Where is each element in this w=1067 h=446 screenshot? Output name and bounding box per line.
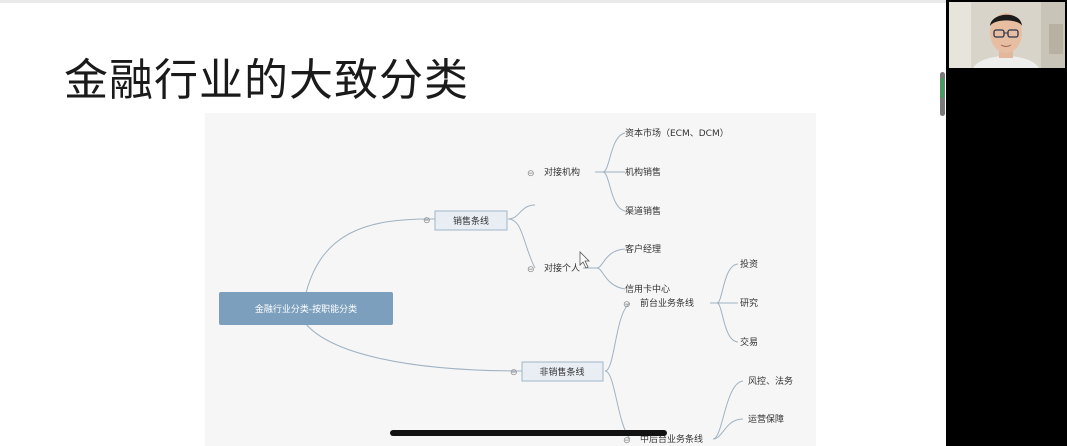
- middle-back-office-label: 中后台业务条线: [640, 433, 703, 445]
- individual-label: 对接个人: [544, 262, 580, 274]
- collapse-icon: ⊖: [527, 265, 535, 275]
- mindmap-diagram: 金融行业分类-按职能分类 ⊖ 销售条线 ⊖ 非销售条线 ⊖ 对接机构 ⊖ 对接个…: [205, 113, 816, 446]
- collapse-icon: ⊖: [527, 169, 535, 179]
- presentation-slide: 金融行业的大致分类 金融行业分类-按职能分类 ⊖ 销售条线 ⊖: [0, 0, 946, 446]
- non-sales-line-node: [521, 361, 604, 382]
- institutional-label: 对接机构: [544, 166, 580, 178]
- investment-label: 投资: [740, 258, 758, 270]
- channel-sales-label: 渠道销售: [625, 205, 661, 217]
- mindmap-root-label: 金融行业分类-按职能分类: [255, 303, 357, 315]
- mindmap-connectors: [304, 132, 744, 440]
- collapse-icon: ⊖: [423, 216, 431, 226]
- connector-front: [710, 263, 739, 343]
- sales-line-label: 销售条线: [453, 215, 489, 227]
- connector-middle: [712, 380, 744, 440]
- operations-label: 运营保障: [748, 413, 784, 425]
- research-label: 研究: [740, 297, 758, 309]
- connector-root-nonsales: [304, 322, 523, 372]
- collapse-icon: ⊖: [623, 436, 631, 446]
- webcam-video-tile[interactable]: [949, 2, 1065, 68]
- capital-markets-label: 资本市场（ECM、DCM）: [625, 127, 729, 139]
- connector-nonsales: [604, 302, 631, 440]
- video-sidebar: [946, 0, 1067, 446]
- scroll-indicator: [941, 78, 944, 98]
- mindmap-canvas: 金融行业分类-按职能分类 ⊖ 销售条线 ⊖ 非销售条线 ⊖ 对接机构 ⊖ 对接个…: [219, 127, 793, 446]
- connector-institutional: [595, 132, 626, 212]
- sales-line-node: [434, 210, 508, 231]
- mindmap-root-node: [219, 292, 393, 325]
- risk-legal-label: 风控、法务: [748, 375, 793, 387]
- playback-progress-bar[interactable]: [390, 430, 667, 436]
- connector-sales-branches: [507, 204, 536, 269]
- mouse-cursor-icon: [579, 251, 590, 269]
- front-office-label: 前台业务条线: [640, 297, 694, 309]
- institutional-sales-label: 机构销售: [625, 166, 661, 178]
- collapse-icon: ⊖: [510, 368, 518, 378]
- slide-title: 金融行业的大致分类: [64, 55, 469, 106]
- connector-individual: [583, 248, 626, 290]
- connector-root-sales: [304, 218, 436, 298]
- credit-card-center-label: 信用卡中心: [625, 283, 670, 295]
- slide-top-border: [0, 0, 946, 3]
- person-icon: [949, 2, 1065, 68]
- collapse-icon: ⊖: [623, 300, 631, 310]
- account-manager-label: 客户经理: [625, 243, 661, 255]
- trading-label: 交易: [740, 336, 758, 348]
- non-sales-line-label: 非销售条线: [539, 366, 584, 378]
